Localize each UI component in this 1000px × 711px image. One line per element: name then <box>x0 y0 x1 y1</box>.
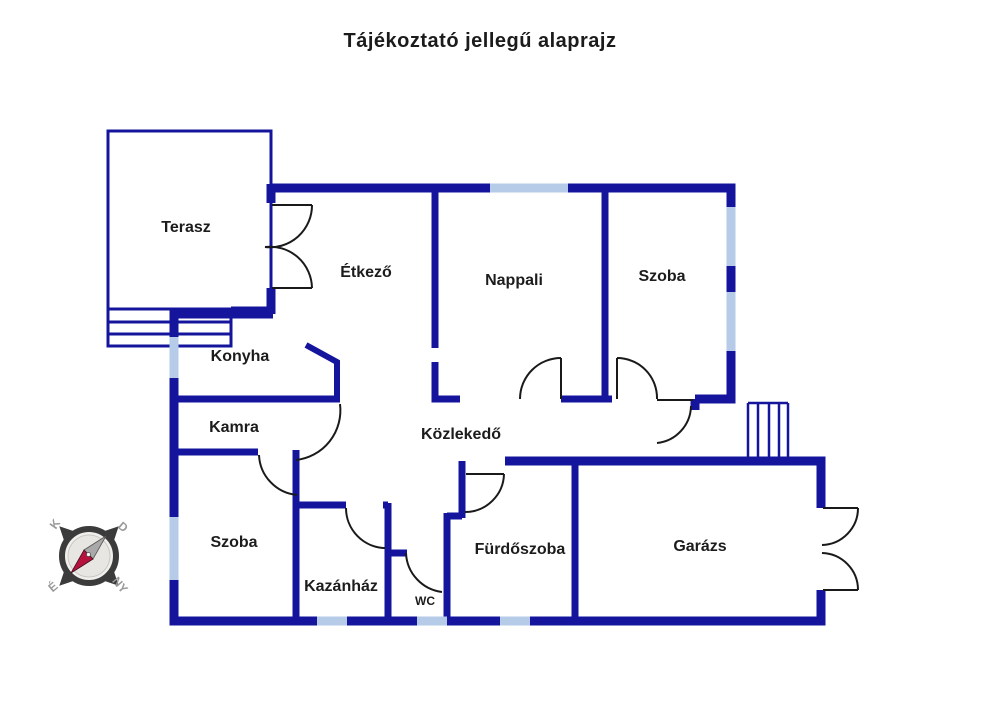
door-arc-kazanhaz <box>345 507 386 549</box>
door-arc-garage-top <box>821 507 859 546</box>
door-arc-furdoszoba <box>464 473 505 513</box>
room-label-szoba-also: Szoba <box>210 534 257 551</box>
wall-garage-top <box>505 456 826 508</box>
compass-label-south: D <box>115 519 131 536</box>
door-leaf-lines <box>272 204 858 591</box>
interior-walls <box>174 188 612 621</box>
door-arc-szoba-also <box>258 454 298 496</box>
room-label-terasz: Terasz <box>161 219 211 236</box>
wall-szoba-kazanhaz <box>292 450 346 621</box>
door-arc-garage-bottom <box>821 552 859 591</box>
wall-kazanhaz-wc <box>383 501 407 621</box>
entry-steps <box>746 401 790 459</box>
room-label-kozlekedo: Közlekedő <box>421 426 501 443</box>
room-label-szoba-felso: Szoba <box>638 268 685 285</box>
room-label-wc: WC <box>415 594 435 608</box>
wall-etkezo-nappali <box>431 188 460 403</box>
wall-konyha-door-leaf <box>304 342 340 399</box>
room-labels: Terasz Étkező Nappali Szoba Konyha Kamra… <box>161 219 727 608</box>
compass-label-north: É <box>45 578 61 595</box>
room-label-kazanhaz: Kazánház <box>304 578 378 595</box>
room-label-kamra: Kamra <box>209 419 259 436</box>
door-arc-szoba <box>616 357 659 400</box>
room-label-etkezo: Étkező <box>340 262 392 281</box>
windows <box>169 183 736 626</box>
doors <box>258 204 859 593</box>
door-arc-wc <box>405 552 443 593</box>
room-label-furdoszoba: Fürdőszoba <box>475 541 566 558</box>
door-arc-nappali <box>519 357 562 400</box>
room-label-nappali: Nappali <box>485 272 543 289</box>
page-title: Tájékoztató jellegű alaprajz <box>343 30 617 52</box>
compass: K D É NY <box>45 516 131 596</box>
thin-structures <box>106 129 790 459</box>
room-label-konyha: Konyha <box>211 348 270 365</box>
wall-nappali-szoba <box>561 188 612 403</box>
room-label-garazs: Garázs <box>673 538 726 555</box>
door-arc-terasz-bottom <box>264 245 313 289</box>
compass-pivot <box>86 552 91 557</box>
wall-terrace-door-jambs <box>231 184 276 316</box>
door-arc-kamra <box>295 403 342 461</box>
wall-konyha-kamra <box>174 395 340 456</box>
wall-wc-furdoszoba <box>443 461 466 621</box>
wall-west-south-garage <box>169 309 826 626</box>
door-arc-entry <box>656 405 692 444</box>
